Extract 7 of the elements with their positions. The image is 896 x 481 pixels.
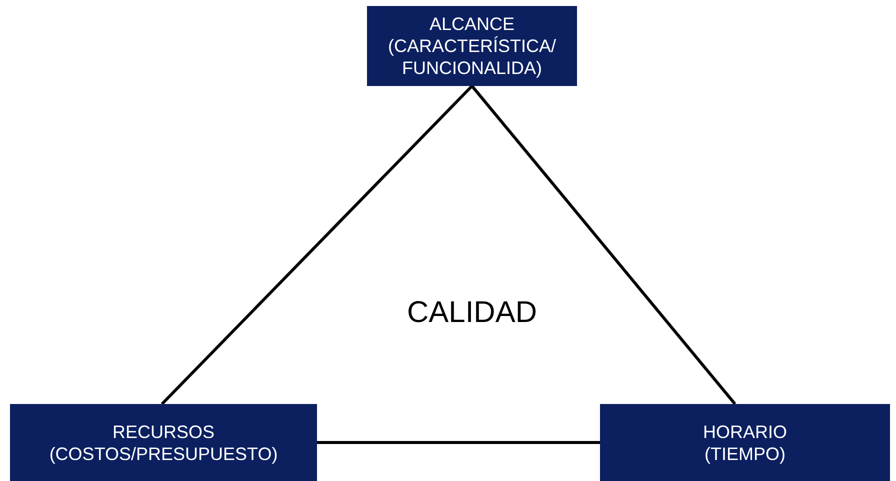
connector-line: [470, 85, 736, 405]
connector-line: [317, 441, 600, 444]
center-label: CALIDAD: [406, 296, 538, 330]
label-box: RECURSOS (COSTOS/PRESUPUESTO): [10, 404, 317, 481]
label-box: HORARIO (TIEMPO): [600, 404, 890, 481]
connector-line: [160, 84, 474, 406]
label-box: ALCANCE (CARACTERÍSTICA/ FUNCIONALIDA): [367, 6, 577, 86]
